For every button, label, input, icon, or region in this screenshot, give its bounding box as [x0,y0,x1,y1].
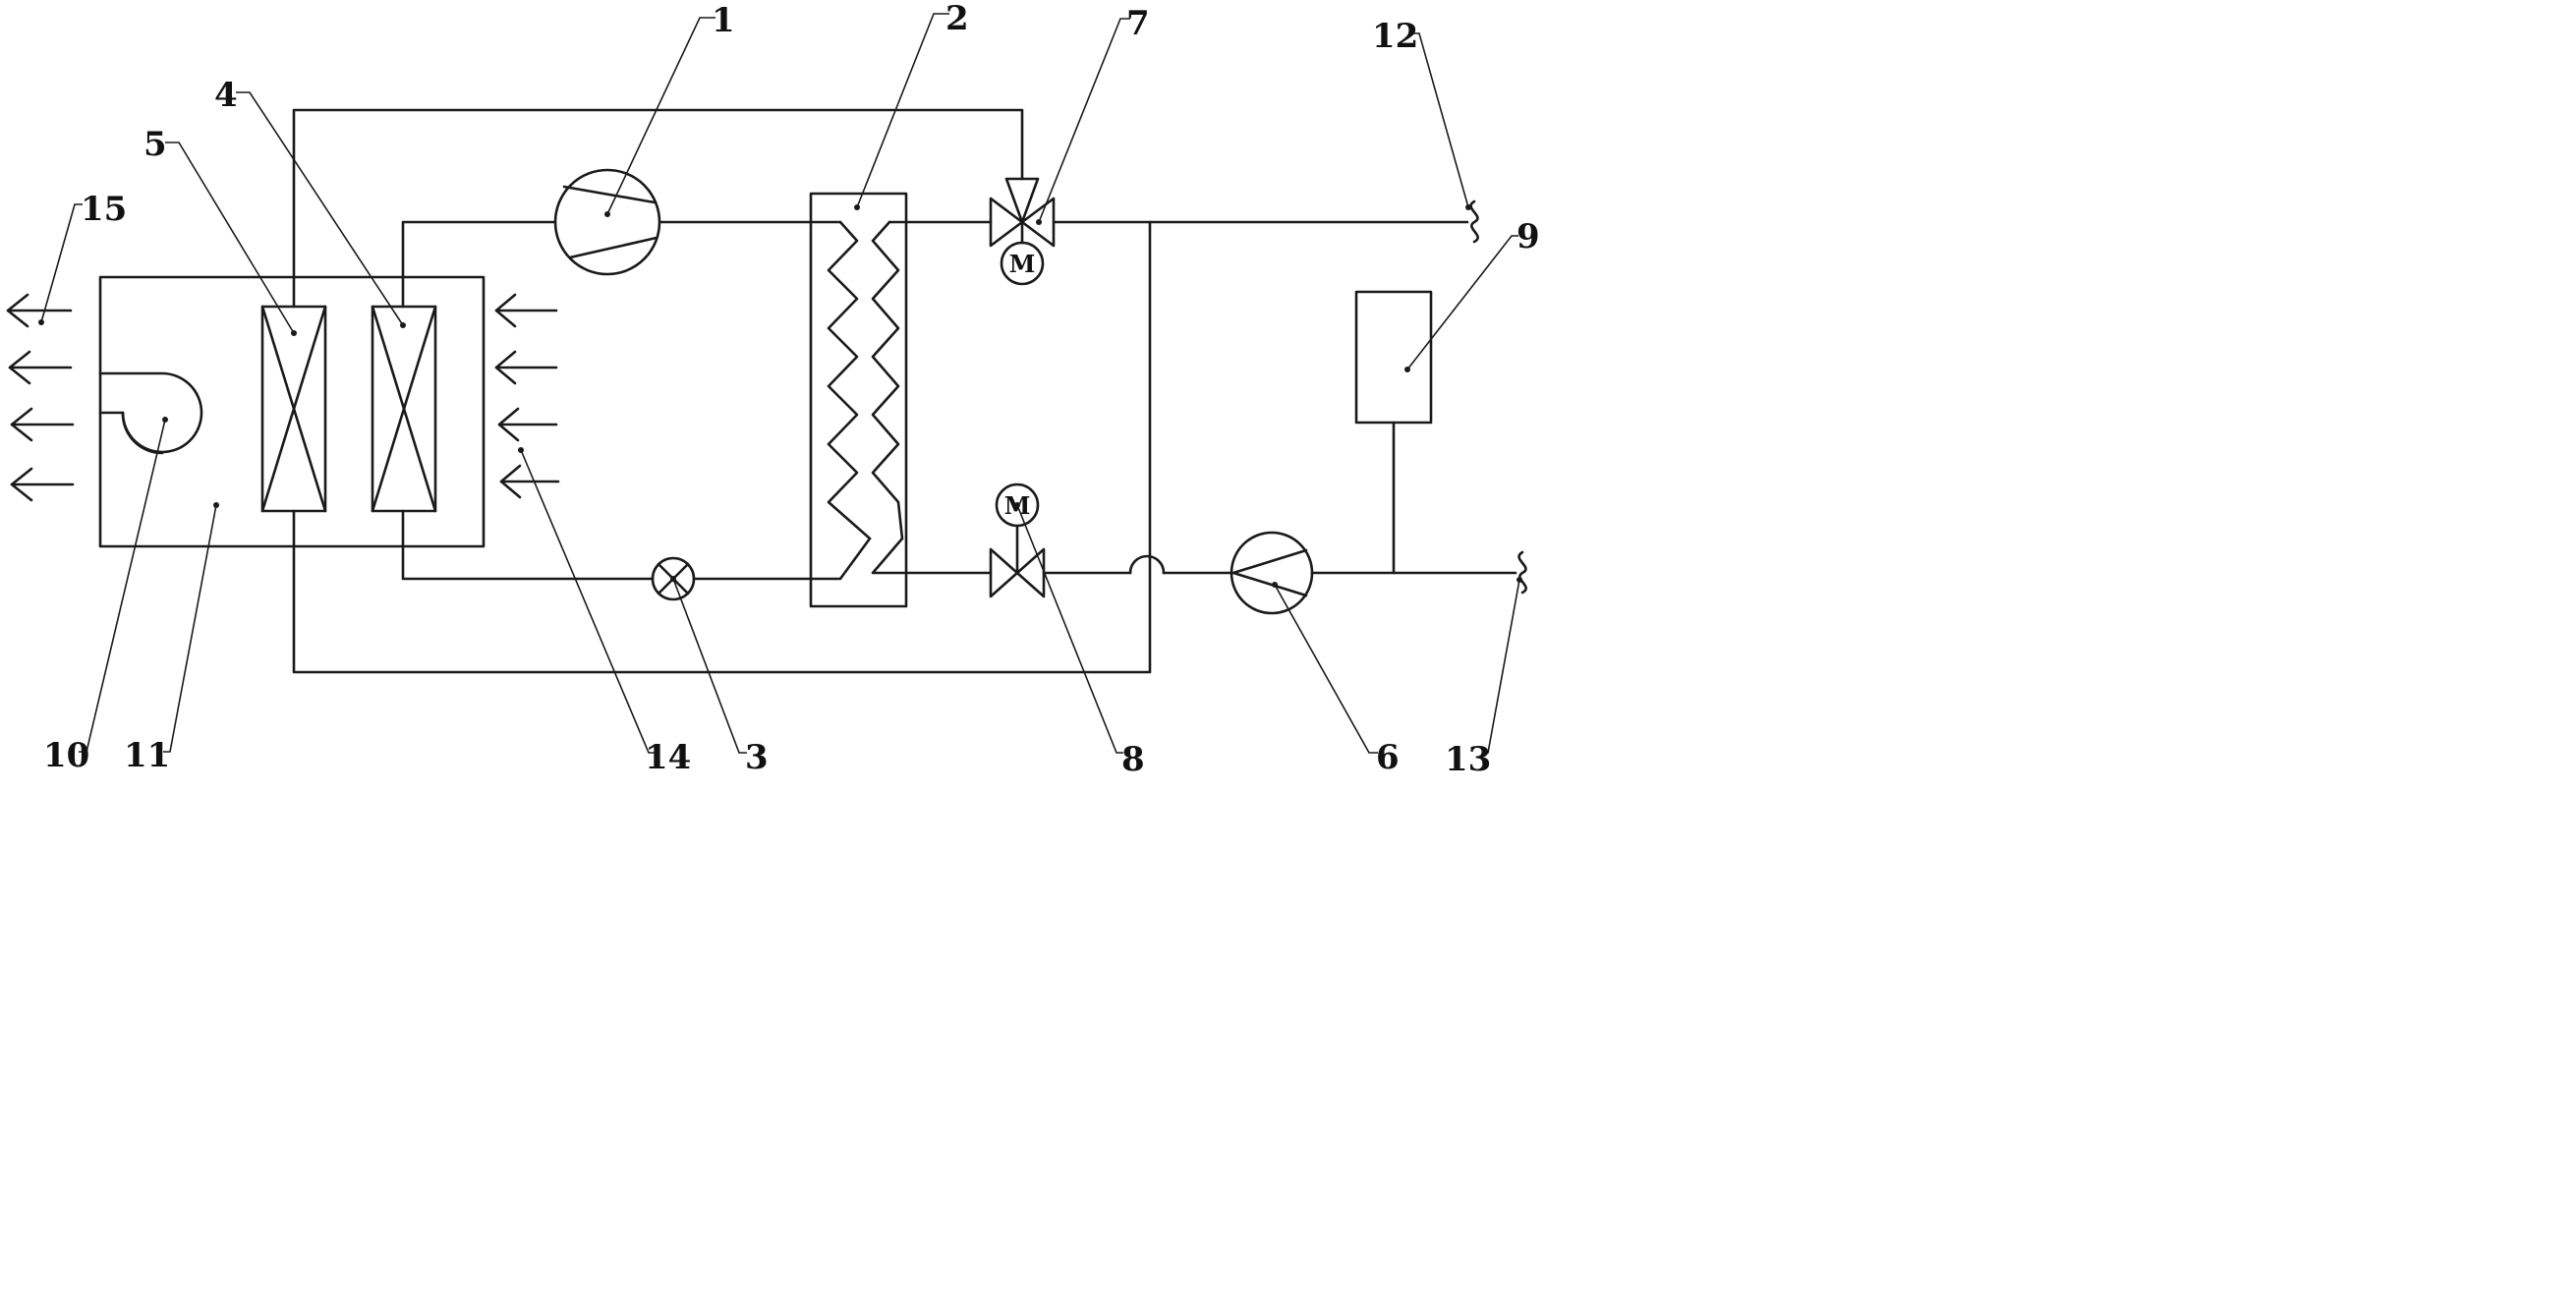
arrow-left-icon [497,407,558,442]
motor-letter: M [1009,250,1036,278]
label-12: 12 [1372,17,1418,56]
motor-icon [995,482,1040,528]
air-handling-unit [98,275,486,548]
arrow-left-icon [494,350,558,385]
hx-zigzag-left [827,220,872,540]
coil-4 [371,305,437,513]
expansion-tank [1354,290,1433,425]
pipe-coil4-to-expansion [401,509,655,581]
pipe-hx-to-valve8 [871,537,993,575]
pipe-crossover-bridge [1128,554,1166,575]
inlet-air-arrows [494,293,560,499]
motor-icon [1000,241,1045,286]
coil-5 [260,305,327,513]
label-9: 9 [1517,217,1540,256]
outlet-air-arrows [6,293,75,502]
pipework [292,108,1517,674]
arrow-left-icon [499,464,560,499]
pipe-top-loop [292,108,1024,309]
pipe-expansion-to-hx [692,537,872,581]
label-2: 2 [945,0,969,38]
arrow-left-icon [10,467,75,502]
label-15: 15 [81,190,127,229]
arrow-left-icon [8,350,73,385]
leader-dots [38,204,1522,588]
pump [1230,531,1314,615]
label-4: 4 [214,76,238,115]
hx-zigzag-right [871,220,904,540]
pipe-vertical-return [292,220,1152,674]
pipe-break-icon [1517,550,1527,595]
fan-scroll-curve [121,411,164,455]
label-14: 14 [645,738,691,777]
arrow-left-icon [10,407,75,442]
label-7: 7 [1126,4,1150,43]
label-1: 1 [712,1,735,40]
label-10: 10 [43,736,89,775]
label-13: 13 [1445,740,1491,779]
two-way-valve: M [989,482,1046,598]
three-way-valve: M [989,177,1056,286]
arrow-left-icon [6,293,73,328]
reference-numerals: 1 2 3 4 5 6 7 8 9 10 11 12 13 14 15 [43,0,1540,779]
heat-exchanger [809,192,908,608]
refrigeration-schematic: M M [6,0,1540,779]
compressor [553,168,661,276]
pipe-break-icon [1469,199,1479,244]
label-3: 3 [745,738,769,777]
label-8: 8 [1121,740,1145,779]
label-11: 11 [124,736,170,775]
arrow-left-icon [494,293,558,328]
pipe-coil4-to-compressor [401,220,557,309]
label-6: 6 [1376,738,1400,777]
leader-lines [40,13,1520,754]
label-5: 5 [143,125,167,164]
